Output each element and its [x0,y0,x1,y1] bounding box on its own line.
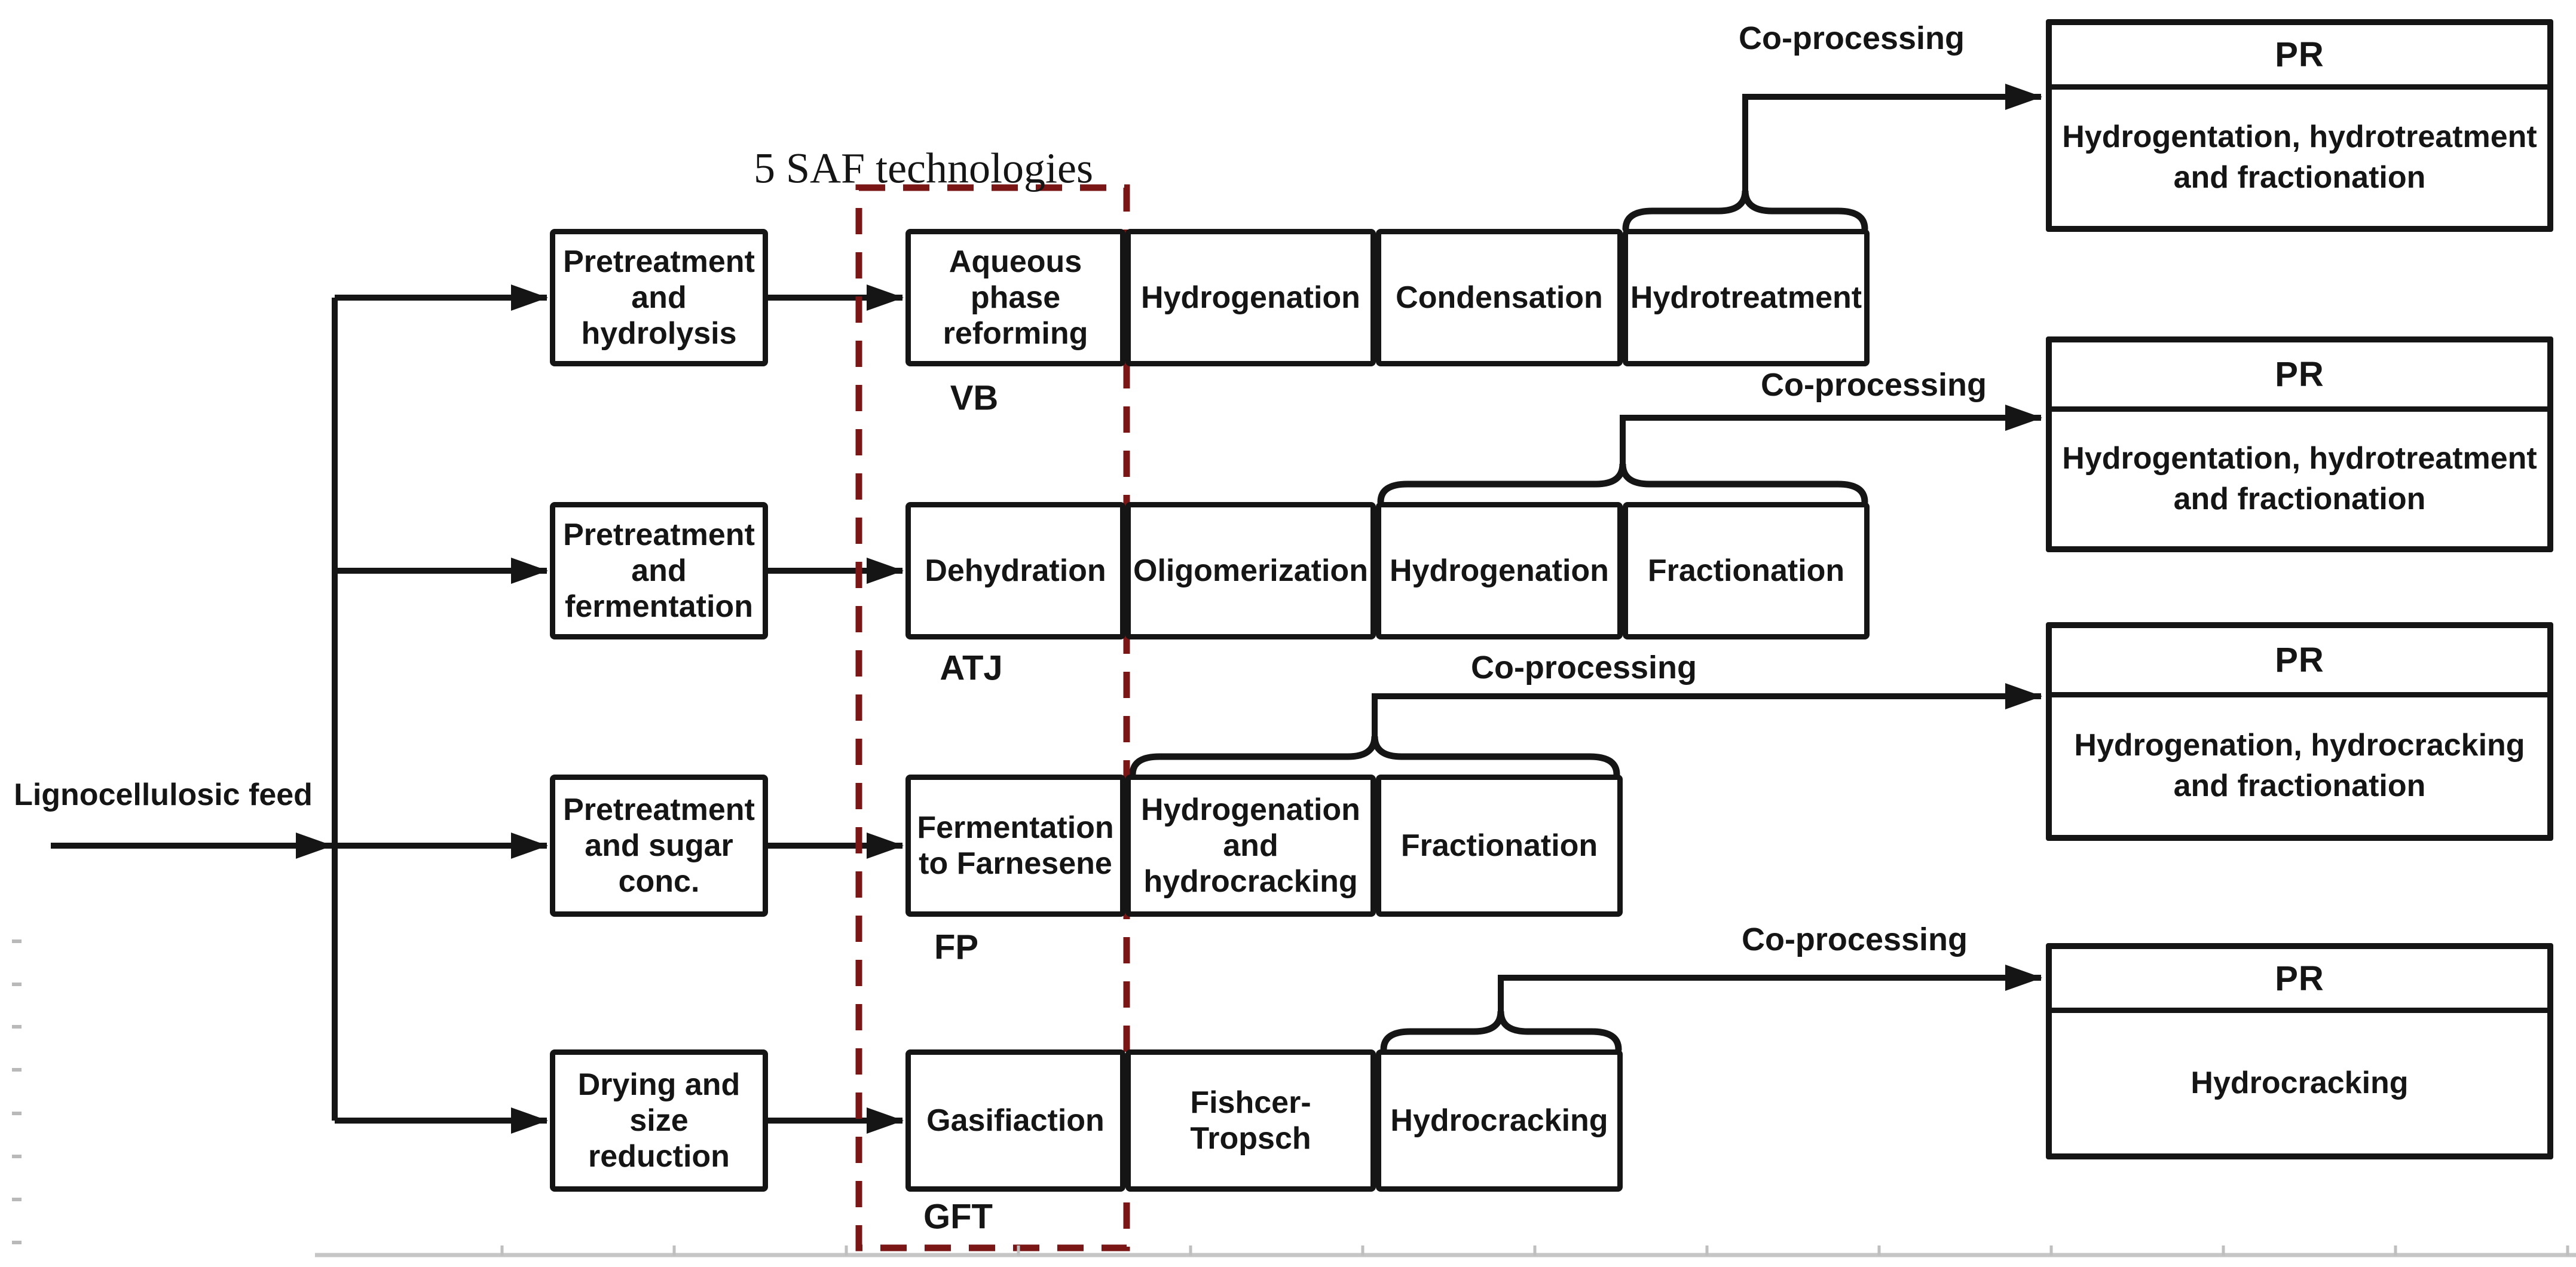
coprocessing-arrow-fp [1372,683,2042,736]
pr-body-atj: Hydrogentation, hydrotreatment and fract… [2062,440,2537,516]
coprocessing-label-vb: Co-processing [1738,20,1965,56]
tech-box-vb: Aqueous phase reforming [905,229,1125,366]
pr-title-fp: PR [2052,628,2547,697]
pr-box-atj: PR Hydrogentation, hydrotreatment and fr… [2046,336,2553,552]
diagram-title: 5 SAF technologies [754,144,1093,192]
tech-tag-gft: GFT [923,1197,993,1237]
pretreatment-box-atj: Pretreatment and fermentation [550,502,768,639]
tech-box-fp: Fermentation to Farnesene [905,775,1125,917]
coprocessing-arrow-gft [1498,965,2042,1011]
step-box-atj-hydrogenation: Hydrogenation [1376,502,1623,639]
pr-body-gft: Hydrocracking [2190,1065,2409,1100]
brace-atj [1377,463,1868,506]
coprocessing-arrows [1372,84,2042,1011]
braces [1129,190,1868,1053]
ruler-ticks [500,1245,2569,1256]
pr-box-vb: PR Hydrogentation, hydrotreatment and fr… [2046,19,2553,232]
pretreatment-box-fp: Pretreatment and sugar conc. [550,775,768,917]
tech-tag-vb: VB [950,378,999,418]
pr-title-gft: PR [2052,949,2547,1013]
step-box-vb-condensation: Condensation [1376,229,1623,366]
tech-box-atj: Dehydration [905,502,1125,639]
pr-title-atj: PR [2052,342,2547,412]
coprocessing-label-fp: Co-processing [1470,650,1697,685]
tech-tag-fp: FP [934,928,979,967]
step-box-vb-hydrotreatment: Hydrotreatment [1623,229,1870,366]
feed-arrows [51,284,904,1134]
pr-box-fp: PR Hydrogenation, hydrocracking and frac… [2046,622,2553,841]
step-box-atj-fractionation: Fractionation [1623,502,1870,639]
tech-box-gft: Gasifiaction [905,1049,1125,1192]
brace-vb [1622,190,1868,232]
left-edge-ticks [12,939,22,1244]
bottom-ruler [315,1245,2576,1257]
brace-fp [1129,736,1620,778]
step-box-gft-fischer-tropsch: Fishcer-Tropsch [1125,1049,1376,1192]
coprocessing-label-atj: Co-processing [1760,367,1987,403]
saf-technologies-dashed-box [855,184,1130,1251]
coprocessing-arrow-atj [1620,405,2042,464]
step-box-fp-fractionation: Fractionation [1376,775,1623,917]
pr-box-gft: PR Hydrocracking [2046,943,2553,1159]
step-box-atj-oligomerization: Oligomerization [1125,502,1376,639]
step-box-gft-hydrocracking: Hydrocracking [1376,1049,1623,1192]
tech-tag-atj: ATJ [940,648,1003,688]
pr-title-vb: PR [2052,25,2547,90]
step-box-vb-hydrogenation: Hydrogenation [1125,229,1376,366]
brace-gft [1380,1011,1622,1053]
pr-body-fp: Hydrogenation, hydrocracking and fractio… [2074,728,2525,803]
coprocessing-arrow-vb [1742,84,2042,191]
feed-label: Lignocellulosic feed [14,778,313,812]
pretreatment-box-vb: Pretreatment and hydrolysis [550,229,768,366]
coprocessing-label-gft: Co-processing [1741,922,1968,957]
step-box-fp-hydrogenation-hydrocracking: Hydrogenation and hydrocracking [1125,775,1376,917]
pretreatment-box-gft: Drying and size reduction [550,1049,768,1192]
pr-body-vb: Hydrogentation, hydrotreatment and fract… [2062,120,2537,195]
